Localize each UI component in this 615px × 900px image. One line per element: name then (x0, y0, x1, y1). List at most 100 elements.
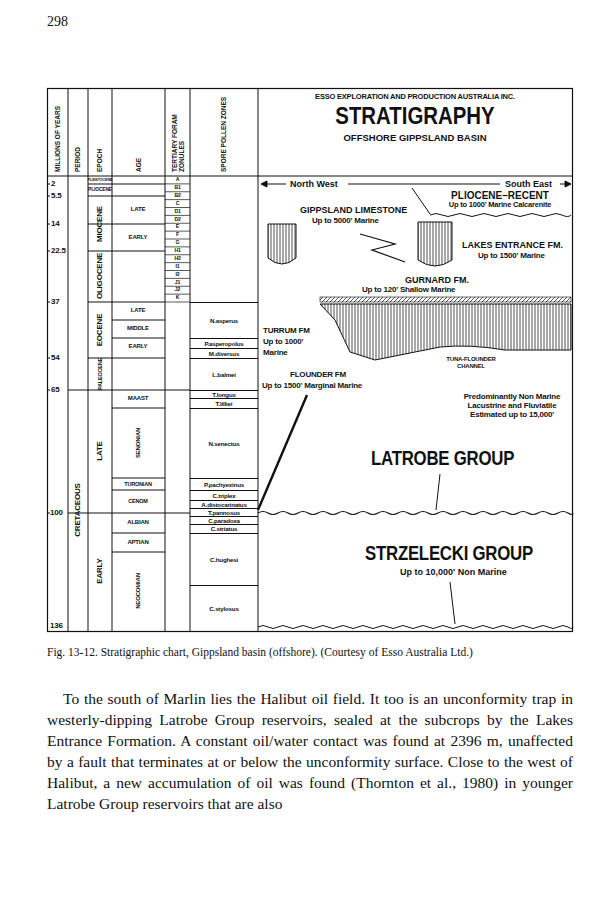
zone-name: L.balmei (190, 359, 258, 390)
zone-name: C.hughesi (190, 534, 258, 585)
time-tick (47, 302, 50, 303)
stage-name: ALBIAN (127, 519, 148, 526)
time-tick (47, 196, 50, 197)
stage-name: NEOCOMIAN (135, 573, 142, 609)
foram-zonule: H1 (174, 248, 180, 254)
zone-name: P.pachyexinus (190, 479, 258, 490)
age-number: 14 (51, 219, 60, 228)
epoch-name: PLIOCENE (88, 187, 112, 193)
zone-cell: C.hughesi (190, 533, 258, 585)
leader-line (450, 582, 455, 624)
epoch-name: EARLY (95, 558, 104, 583)
zone-cell: C.striatus (190, 524, 258, 533)
unconformity (430, 214, 571, 217)
formation-label: Up to 1000' Marine Calcarenite (449, 201, 552, 210)
chart-frame (48, 89, 573, 632)
age-number: 65 (51, 385, 60, 394)
arrowhead (565, 181, 571, 187)
zone-cell: C.stylosus (190, 585, 258, 631)
column-header: EPOCH (88, 88, 112, 176)
figure-caption: Fig. 13-12. Stratigraphic chart, Gippsla… (47, 645, 573, 660)
leader-line (436, 474, 440, 510)
column-rule (88, 88, 89, 632)
age-rule (112, 338, 165, 339)
time-rules (47, 184, 190, 552)
age-rule (112, 490, 165, 491)
zone-cell: C.paradoxa (190, 516, 258, 524)
foram-zonule: K (176, 295, 180, 301)
stage-name: MAAST (128, 395, 148, 402)
zone-name: C.stylosus (190, 586, 258, 631)
foram-zonule: D2 (174, 217, 180, 223)
zone-cell: M.diversus (190, 348, 258, 358)
epoch-name: LATE (95, 441, 104, 461)
zone-name: T.longus (190, 391, 258, 398)
foram-zonule: H2 (174, 256, 180, 262)
zone-name: A.distocarinatus (190, 501, 258, 508)
age-rule (112, 320, 165, 321)
stage-name: LATE (131, 307, 145, 314)
epoch-name: OLIGOCENE (95, 253, 104, 299)
zonule-rule (165, 302, 190, 303)
column-rules (68, 88, 258, 632)
epoch-name: PLEISTOCENE (88, 178, 113, 182)
gurnard-band (320, 297, 571, 302)
time-tick (47, 513, 50, 514)
stage-name: EARLY (129, 234, 148, 241)
age-rule (112, 552, 165, 553)
zone-cell: N.asperus (190, 302, 258, 338)
zone-cell: T.longus (190, 390, 258, 398)
column-header: AGE (112, 88, 165, 176)
age-number: 136 (50, 621, 63, 630)
formation-label: LATROBE GROUP (371, 446, 514, 470)
zone-cell: L.balmei (190, 358, 258, 390)
header-rule (47, 176, 573, 177)
time-rule (88, 184, 165, 185)
formation-label: GIPPSLAND LIMESTONE (300, 205, 407, 215)
foram-zonule: I1 (176, 264, 180, 270)
chart-heading: ESSO EXPLORATION AND PRODUCTION AUSTRALI… (315, 93, 515, 102)
formation-label: Up to 1500' Marginal Marine (262, 381, 362, 390)
time-rule (68, 513, 190, 514)
time-rule (88, 302, 165, 303)
formation-label: TURRUM FM (263, 326, 310, 335)
formation-label: GURNARD FM. (405, 275, 469, 285)
time-tick (47, 224, 50, 225)
lakes-entrance-channel (418, 222, 452, 266)
zone-name: C.striatus (190, 525, 258, 533)
arrowhead (261, 181, 267, 187)
formation-label: STRZELECKI GROUP (365, 541, 533, 565)
zone-name: P.asperopolus (190, 339, 258, 348)
time-tick (47, 184, 50, 185)
stage-name: SENONIAN (135, 428, 142, 458)
zone-name: C.paradoxa (190, 517, 258, 524)
formation-label: Up to 1000' (263, 337, 303, 346)
zone-name: M.diversus (190, 349, 258, 358)
chart-heading: OFFSHORE GIPPSLAND BASIN (343, 133, 486, 144)
foram-zonule: J1 (175, 280, 180, 286)
basin-margin (258, 395, 307, 510)
zone-cell: T.pannosus (190, 508, 258, 516)
zone-name: T.lilliei (190, 399, 258, 408)
time-tick (47, 251, 50, 252)
foram-zonule: B2 (174, 193, 180, 199)
time-tick (47, 358, 50, 359)
latrobe-top-erosion (320, 304, 571, 360)
foram-zonule: F (176, 232, 179, 238)
stage-name: APTIAN (127, 539, 148, 546)
epoch-name: MIOCENE (95, 206, 104, 242)
formation-label: FLOUNDER FM (290, 370, 346, 379)
stage-name: TURONIAN (124, 481, 151, 487)
foram-zonule: A (176, 177, 180, 183)
epoch-name: CRETACEOUS (73, 483, 82, 536)
stage-name: EARLY (129, 343, 148, 350)
zone-name: N.asperus (190, 303, 258, 338)
zone-cell: P.pachyexinus (190, 478, 258, 490)
zone-cell: P.asperopolus (190, 338, 258, 348)
formation-label: Up to 120' Shallow Marine (362, 285, 455, 294)
age-number: 100 (50, 508, 63, 517)
body-text: To the south of Marlin lies the Halibut … (47, 688, 573, 814)
arrow-line (348, 184, 500, 185)
formation-label: Up to 10,000' Non Marine (400, 567, 507, 577)
